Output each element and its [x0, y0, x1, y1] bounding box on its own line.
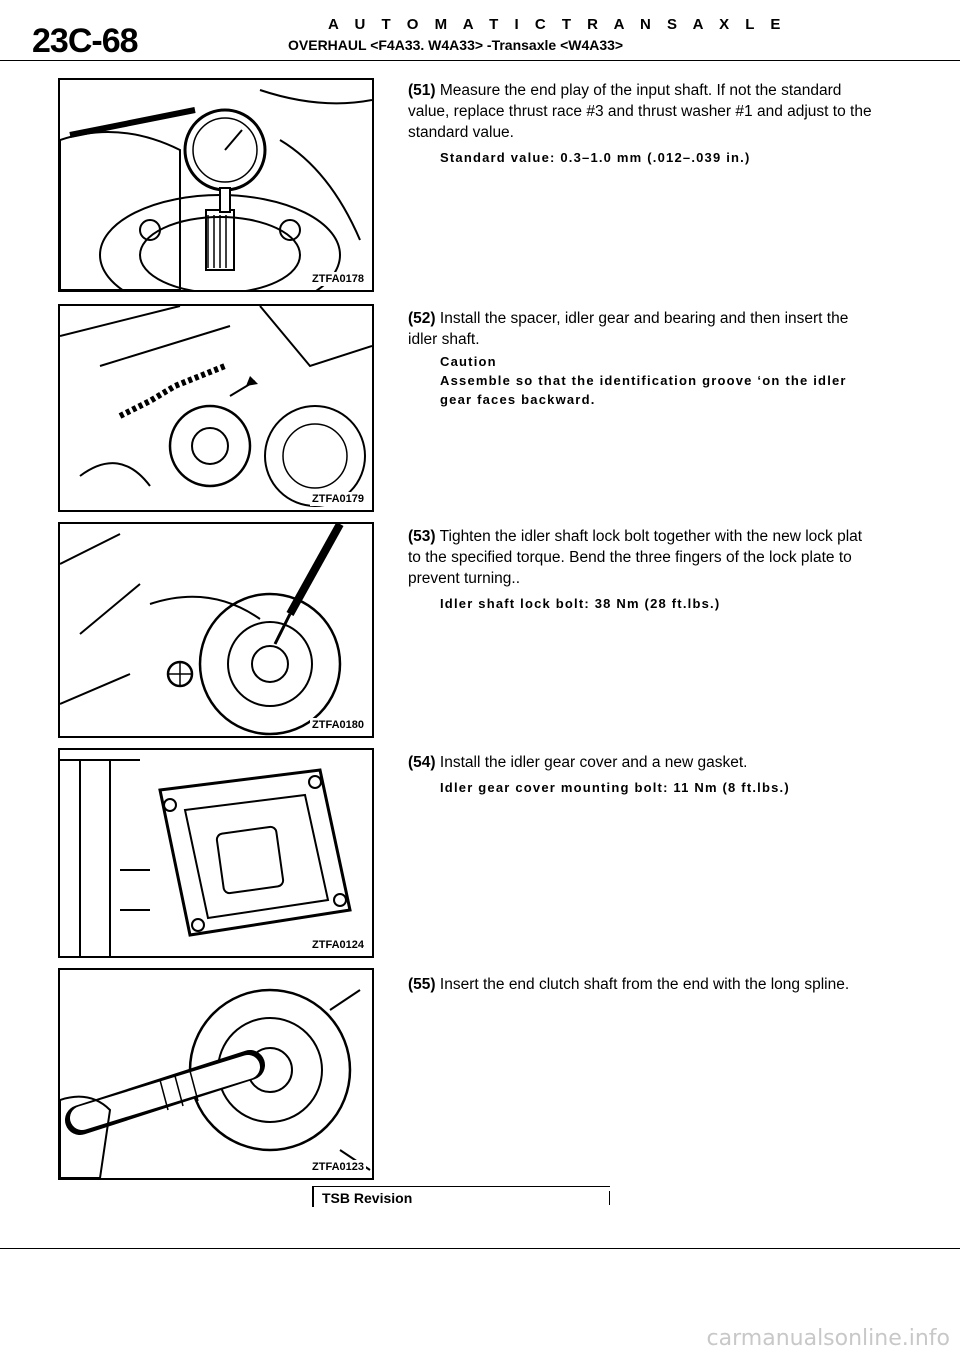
- figure-idler-gear-cover: ZTFA0124: [58, 748, 374, 958]
- step-53: (53) Tighten the idler shaft lock bolt t…: [408, 526, 878, 589]
- step-51: (51) Measure the end play of the input s…: [408, 80, 878, 143]
- step-number: (53): [408, 528, 436, 545]
- figure-label: ZTFA0179: [310, 492, 366, 506]
- header-rule: [0, 60, 960, 61]
- gear-cover-illustration: [60, 750, 372, 956]
- step-55: (55) Insert the end clutch shaft from th…: [408, 974, 878, 995]
- step-text: Insert the end clutch shaft from the end…: [439, 976, 850, 993]
- tsb-revision-box: TSB Revision: [312, 1186, 610, 1207]
- dial-gauge-illustration: [60, 80, 372, 290]
- figure-label: ZTFA0180: [310, 718, 366, 732]
- step-number: (54): [408, 754, 436, 771]
- figure-idler-gear-install: ZTFA0179: [58, 304, 374, 512]
- step-text: Install the idler gear cover and a new g…: [439, 754, 748, 771]
- footer-rule: [0, 1248, 960, 1249]
- step-53-spec: Idler shaft lock bolt: 38 Nm (28 ft.lbs.…: [440, 596, 721, 611]
- step-text: Tighten the idler shaft lock bolt togeth…: [408, 528, 863, 587]
- watermark: carmanualsonline.info: [706, 1326, 950, 1351]
- figure-end-clutch-shaft: ZTFA0123: [58, 968, 374, 1180]
- figure-lock-bolt-tighten: ZTFA0180: [58, 522, 374, 738]
- step-54-spec: Idler gear cover mounting bolt: 11 Nm (8…: [440, 780, 790, 795]
- page-number: 23C-68: [32, 22, 139, 60]
- figure-label: ZTFA0178: [310, 272, 366, 286]
- tsb-revision-divider: [609, 1191, 610, 1205]
- figure-label: ZTFA0123: [310, 1160, 366, 1174]
- section-title: A U T O M A T I C T R A N S A X L E: [328, 16, 787, 33]
- lock-bolt-illustration: [60, 524, 372, 736]
- tsb-revision-label: TSB Revision: [322, 1190, 413, 1206]
- step-number: (55): [408, 976, 436, 993]
- step-text: Install the spacer, idler gear and beari…: [408, 310, 849, 348]
- step-52-caution-text: Assemble so that the identification groo…: [440, 373, 847, 407]
- section-subtitle: OVERHAUL <F4A33. W4A33> -Transaxle <W4A3…: [288, 37, 624, 53]
- step-52: (52) Install the spacer, idler gear and …: [408, 308, 878, 350]
- step-52-caution-title: Caution: [440, 354, 497, 369]
- idler-gear-illustration: [60, 306, 372, 510]
- figure-end-play-measurement: ZTFA0178: [58, 78, 374, 292]
- step-51-spec: Standard value: 0.3–1.0 mm (.012–.039 in…: [440, 150, 751, 165]
- step-number: (52): [408, 310, 436, 327]
- step-text: Measure the end play of the input shaft.…: [408, 82, 872, 141]
- figure-label: ZTFA0124: [310, 938, 366, 952]
- clutch-shaft-illustration: [60, 970, 372, 1178]
- step-54: (54) Install the idler gear cover and a …: [408, 752, 878, 773]
- step-number: (51): [408, 82, 436, 99]
